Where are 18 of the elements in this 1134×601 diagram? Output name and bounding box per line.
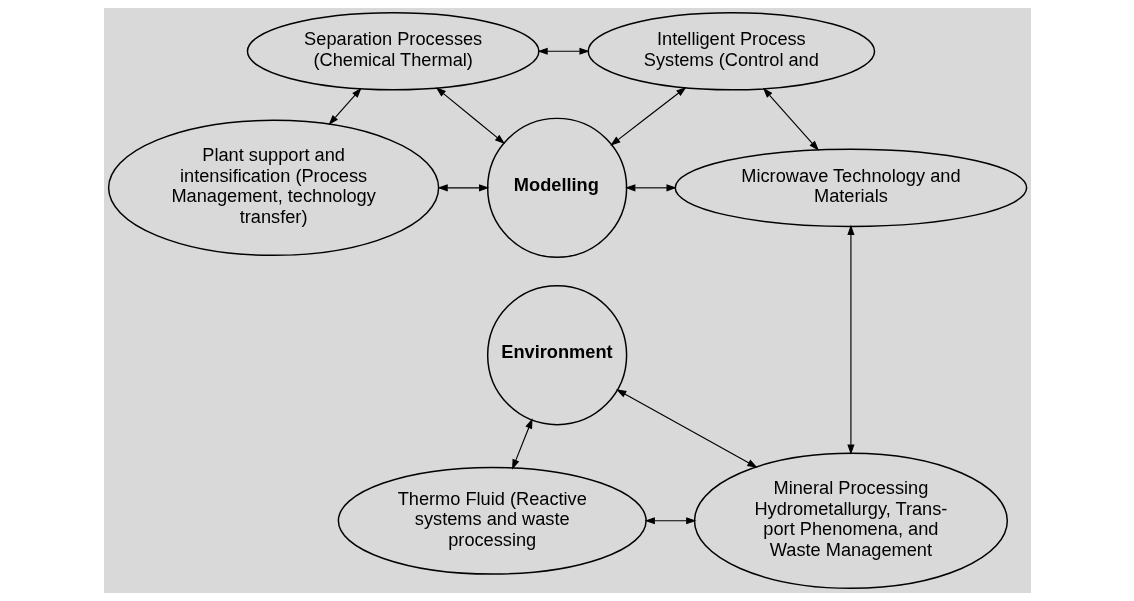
arrow [762, 87, 819, 151]
arrow [624, 184, 677, 192]
arrow [435, 87, 505, 145]
arrow [536, 47, 590, 55]
arrow [328, 87, 362, 125]
arrow [644, 517, 696, 525]
node-ellipse: Microwave Technology and Materials [674, 148, 1027, 228]
arrow [436, 184, 489, 192]
node-ellipse: Intelligent Process Systems (Control and [586, 11, 875, 91]
arrow [846, 224, 854, 455]
node-ellipse: Mineral Processing Hydrometallurgy, Trans- port Phenomena, and Waste Management [693, 452, 1008, 589]
arrow [609, 86, 686, 146]
node-circle: Modelling [486, 117, 627, 259]
arrow [615, 389, 758, 468]
node-ellipse: Plant support and intensification (Process Management, technology transfer) [107, 119, 439, 257]
node-ellipse: Thermo Fluid (Reactive systems and waste processing [337, 466, 647, 575]
node-ellipse: Separation Processes (Chemical Thermal) [246, 11, 540, 91]
arrow [511, 418, 532, 470]
